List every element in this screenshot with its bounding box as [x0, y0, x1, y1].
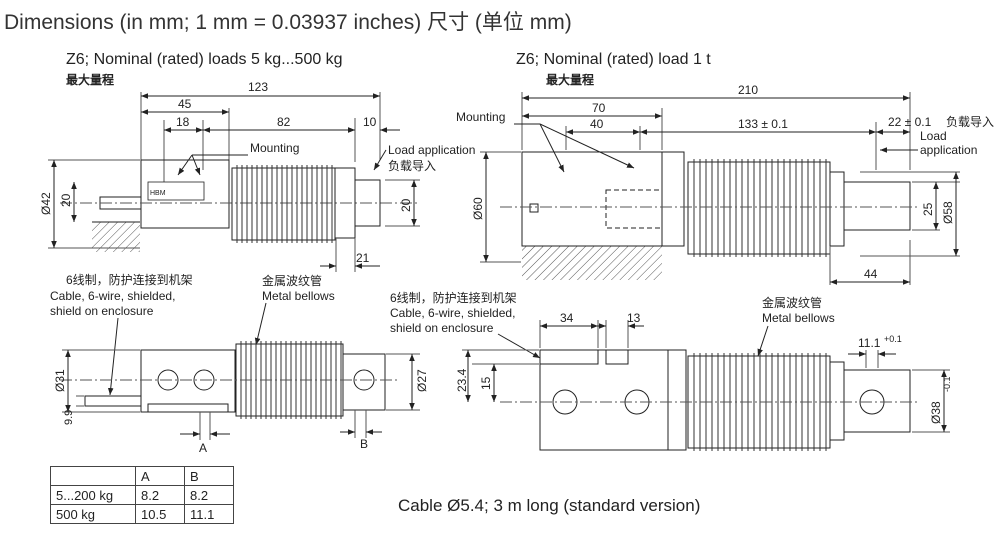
- left-cable-cn: 6线制，防护连接到机架: [66, 272, 193, 287]
- right-bellows-cn: 金属波纹管: [762, 295, 822, 310]
- table-cell: 8.2: [135, 485, 185, 505]
- right-top-bellows: [687, 159, 831, 257]
- right-bellows-en: Metal bellows: [762, 311, 835, 325]
- load-hole: [353, 369, 375, 391]
- dim-40-label: 40: [590, 117, 604, 131]
- table-cell: 11.1: [184, 504, 234, 524]
- dim-82-label: 82: [277, 115, 291, 129]
- left-cable-en-2: shield on enclosure: [50, 304, 154, 318]
- dim-20-left-label: 20: [59, 193, 73, 207]
- left-mounting-label: Mounting: [250, 141, 299, 155]
- table-cell: 10.5: [135, 504, 185, 524]
- right-mounting-label: Mounting: [456, 110, 505, 124]
- table-cell: 5...200 kg: [50, 485, 136, 505]
- mounting-hole-2: [193, 369, 215, 391]
- table-cell: 8.2: [184, 485, 234, 505]
- left-cable-en-1: Cable, 6-wire, shielded,: [50, 289, 175, 303]
- dim-27-label: Ø27: [415, 369, 429, 392]
- left-bellows-cn: 金属波纹管: [262, 273, 322, 288]
- dim-133-label: 133 ± 0.1: [738, 117, 788, 131]
- left-load-application-label: Load application: [388, 143, 475, 157]
- dim-15-label: 15: [479, 376, 493, 390]
- left-bottom-body: [140, 349, 236, 413]
- dim-9-label: 9.9: [63, 410, 75, 425]
- left-heading-cn: 最大量程: [66, 72, 114, 87]
- dim-18-label: 18: [176, 115, 190, 129]
- mounting-hole-1: [157, 369, 179, 391]
- right-load-app-cn: 负载导入: [946, 115, 994, 129]
- cable-footnote: Cable Ø5.4; 3 m long (standard version): [398, 496, 701, 515]
- dim-21-label: 21: [356, 251, 370, 265]
- right-load-app-1: Load: [920, 129, 947, 143]
- page-title: Dimensions (in mm; 1 mm = 0.03937 inches…: [4, 11, 572, 34]
- dim-11-tol: +0.1: [884, 334, 902, 344]
- dim-13-label: 13: [627, 311, 641, 325]
- dim-20-right-label: 20: [399, 198, 413, 212]
- dim-25-label: 25: [921, 202, 935, 216]
- dim-45-label: 45: [178, 97, 192, 111]
- right-cable-en-1: Cable, 6-wire, shielded,: [390, 306, 515, 320]
- dim-A-label: A: [199, 441, 207, 455]
- dim-58-label: Ø58: [941, 201, 955, 224]
- dim-70-label: 70: [592, 101, 606, 115]
- dim-B-label: B: [360, 437, 368, 451]
- left-load-application-cn: 负载导入: [388, 159, 436, 173]
- dim-60-label: Ø60: [471, 197, 485, 220]
- left-top-body: [140, 159, 230, 229]
- dim-31-label: Ø31: [53, 369, 67, 392]
- dim-38-label: Ø38: [929, 401, 943, 424]
- dim-34-label: 34: [560, 311, 574, 325]
- dim-123-label: 123: [248, 80, 268, 94]
- left-top-bellows: [231, 165, 336, 243]
- dim-210-label: 210: [738, 83, 758, 97]
- right-heading-cn: 最大量程: [546, 72, 594, 87]
- dim-22-label: 22 ± 0.1: [888, 115, 932, 129]
- dim-42-label: Ø42: [39, 192, 53, 215]
- dim-38-tol: -0.1: [942, 376, 952, 392]
- table-header-cell: A: [135, 466, 185, 486]
- left-bottom-cable: [84, 395, 142, 407]
- left-heading: Z6; Nominal (rated) loads 5 kg...500 kg: [66, 51, 343, 68]
- right-heading: Z6; Nominal (rated) load 1 t: [516, 51, 711, 68]
- dimension-table: A B 5...200 kg 8.2 8.2 500 kg 10.5 11.1: [50, 466, 234, 524]
- right-cable-cn: 6线制，防护连接到机架: [390, 290, 517, 305]
- brand-logo-text: HBM: [150, 190, 166, 197]
- dim-10-label: 10: [363, 115, 377, 129]
- table-header-cell: [50, 466, 136, 486]
- table-header-row: A B: [50, 466, 234, 486]
- right-load-app-2: application: [920, 143, 977, 157]
- dim-11-label: 11.1: [858, 336, 881, 350]
- dim-44-label: 44: [864, 267, 878, 281]
- dim-23-label: 23.4: [455, 368, 469, 392]
- table-row: 5...200 kg 8.2 8.2: [50, 485, 234, 505]
- right-top-body: [521, 151, 663, 247]
- table-row: 500 kg 10.5 11.1: [50, 504, 234, 524]
- right-cable-en-2: shield on enclosure: [390, 321, 494, 335]
- table-header-cell: B: [184, 466, 234, 486]
- table-cell: 500 kg: [50, 504, 136, 524]
- left-bellows-en: Metal bellows: [262, 289, 335, 303]
